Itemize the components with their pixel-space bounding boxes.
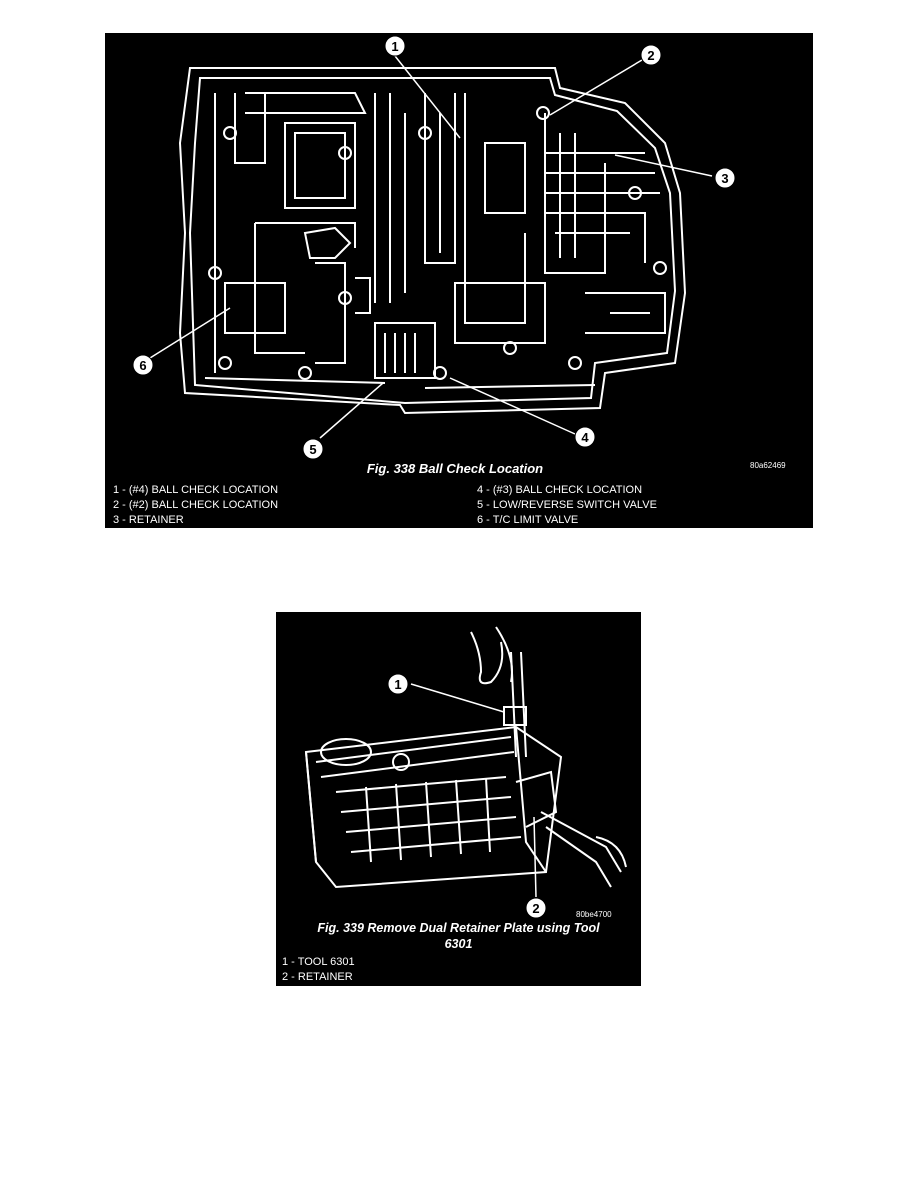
legend-item: 6 - T/C LIMIT VALVE [477, 514, 579, 526]
callout-1-label: 1 [394, 677, 401, 692]
callout-4-circle [574, 426, 596, 448]
legend-left: 1 - (#4) BALL CHECK LOCATION 2 - (#2) BA… [113, 483, 278, 528]
legend-right: 4 - (#3) BALL CHECK LOCATION 5 - LOW/REV… [477, 483, 657, 528]
figure-ident: 80be4700 [576, 910, 612, 919]
callout-1-label: 1 [391, 39, 398, 54]
legend-item: 3 - RETAINER [113, 514, 184, 526]
legend: 1 - TOOL 6301 2 - RETAINER [282, 955, 355, 985]
legend-item: 5 - LOW/REVERSE SWITCH VALVE [477, 499, 657, 511]
callout-3-label: 3 [721, 171, 728, 186]
callout-5-label: 5 [309, 442, 316, 457]
callout-6-circle [132, 354, 154, 376]
callout-4-label: 4 [581, 430, 589, 445]
callout-5-circle [302, 438, 324, 460]
legend-item: 1 - TOOL 6301 [282, 956, 355, 968]
callout-1-circle [384, 35, 406, 57]
legend-item: 1 - (#4) BALL CHECK LOCATION [113, 484, 279, 496]
caption-line: 6301 [444, 937, 473, 951]
valve-body-illustration: 1 2 3 4 5 6 [132, 35, 736, 460]
figure-ident: 80a62469 [750, 461, 786, 470]
figure-remove-retainer-plate: 1 2 80be4700 Fig. 339 Remove Dual Retain… [276, 612, 641, 986]
figure-ball-check-location: 1 2 3 4 5 6 80a62469 Fig. 338 Ball Check… [105, 33, 813, 528]
legend-item: 2 - (#2) BALL CHECK LOCATION [113, 499, 279, 511]
figure-caption: Fig. 338 Ball Check Location [366, 461, 544, 476]
callout-2-label: 2 [532, 901, 539, 916]
legend-item: 4 - (#3) BALL CHECK LOCATION [477, 484, 643, 496]
legend-item: 2 - RETAINER [282, 971, 353, 983]
tool-illustration: 1 2 [304, 626, 627, 919]
callout-3-circle [714, 167, 736, 189]
callout-2-label: 2 [647, 48, 654, 63]
callout-2-circle [525, 897, 547, 919]
callout-1-circle [387, 673, 409, 695]
callout-2-circle [640, 44, 662, 66]
caption-line: Fig. 339 Remove Dual Retainer Plate usin… [317, 921, 600, 935]
figure-caption: Fig. 339 Remove Dual Retainer Plate usin… [286, 920, 631, 952]
callout-6-label: 6 [139, 358, 146, 373]
